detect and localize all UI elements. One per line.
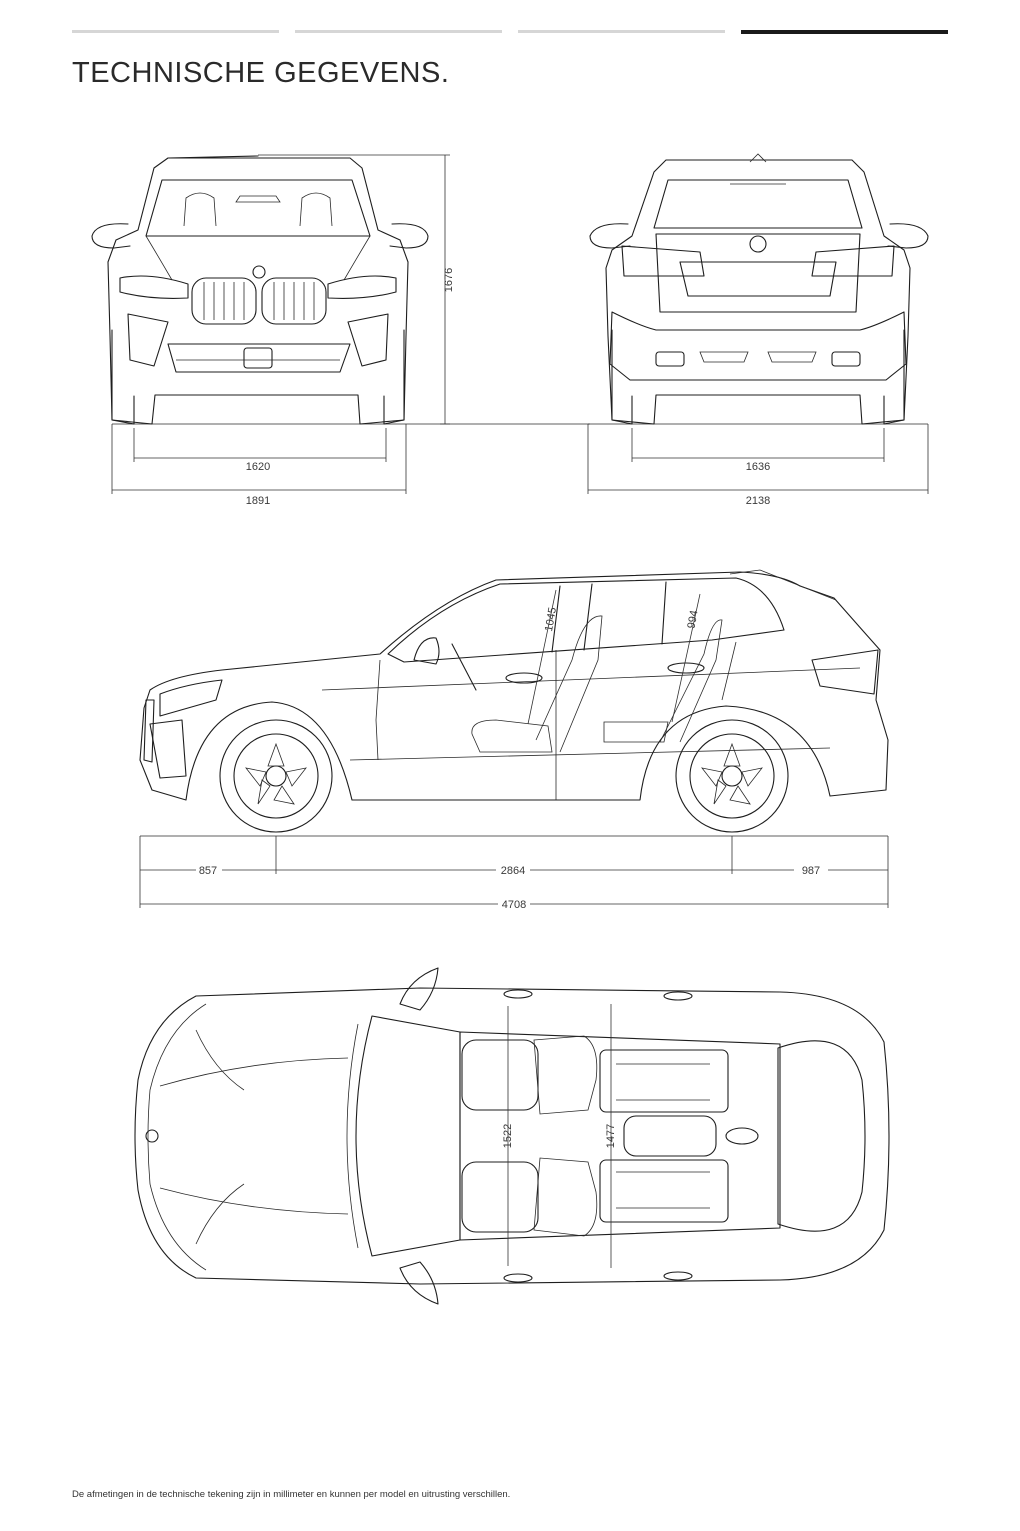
dim-width: 1891 (246, 495, 270, 507)
dim-front-headroom: 1045 (543, 606, 559, 632)
side-view (139, 569, 889, 837)
rear-view (588, 153, 929, 425)
progress-segment-3 (518, 30, 725, 33)
dim-rear-overhang: 987 (802, 865, 820, 877)
side-dimensions (139, 836, 889, 908)
dim-width-mirrors: 2138 (746, 495, 770, 507)
rear-dimensions: 1636 2138 (587, 424, 929, 507)
footnote-disclaimer: De afmetingen in de technische tekening … (72, 1489, 511, 1500)
dim-front-shoulder: 1522 (502, 1124, 514, 1148)
progress-segment-2 (295, 30, 502, 33)
dim-rear-shoulder: 1477 (605, 1124, 617, 1148)
front-view (91, 155, 590, 425)
dim-rear-headroom: 994 (686, 609, 701, 629)
page-title: TECHNISCHE GEGEVENS. (72, 57, 450, 89)
top-view (134, 967, 890, 1305)
dim-length: 4708 (502, 899, 526, 911)
progress-segment-4-active (741, 30, 948, 34)
dim-front-overhang: 857 (199, 865, 217, 877)
front-dimensions: 1676 1620 1891 (111, 154, 455, 507)
dim-wheelbase: 2864 (501, 865, 525, 877)
progress-segment-1 (72, 30, 279, 33)
page-progress-indicator (72, 30, 948, 36)
dim-front-track: 1620 (246, 461, 270, 473)
dim-rear-track: 1636 (746, 461, 770, 473)
dim-height: 1676 (443, 268, 455, 292)
